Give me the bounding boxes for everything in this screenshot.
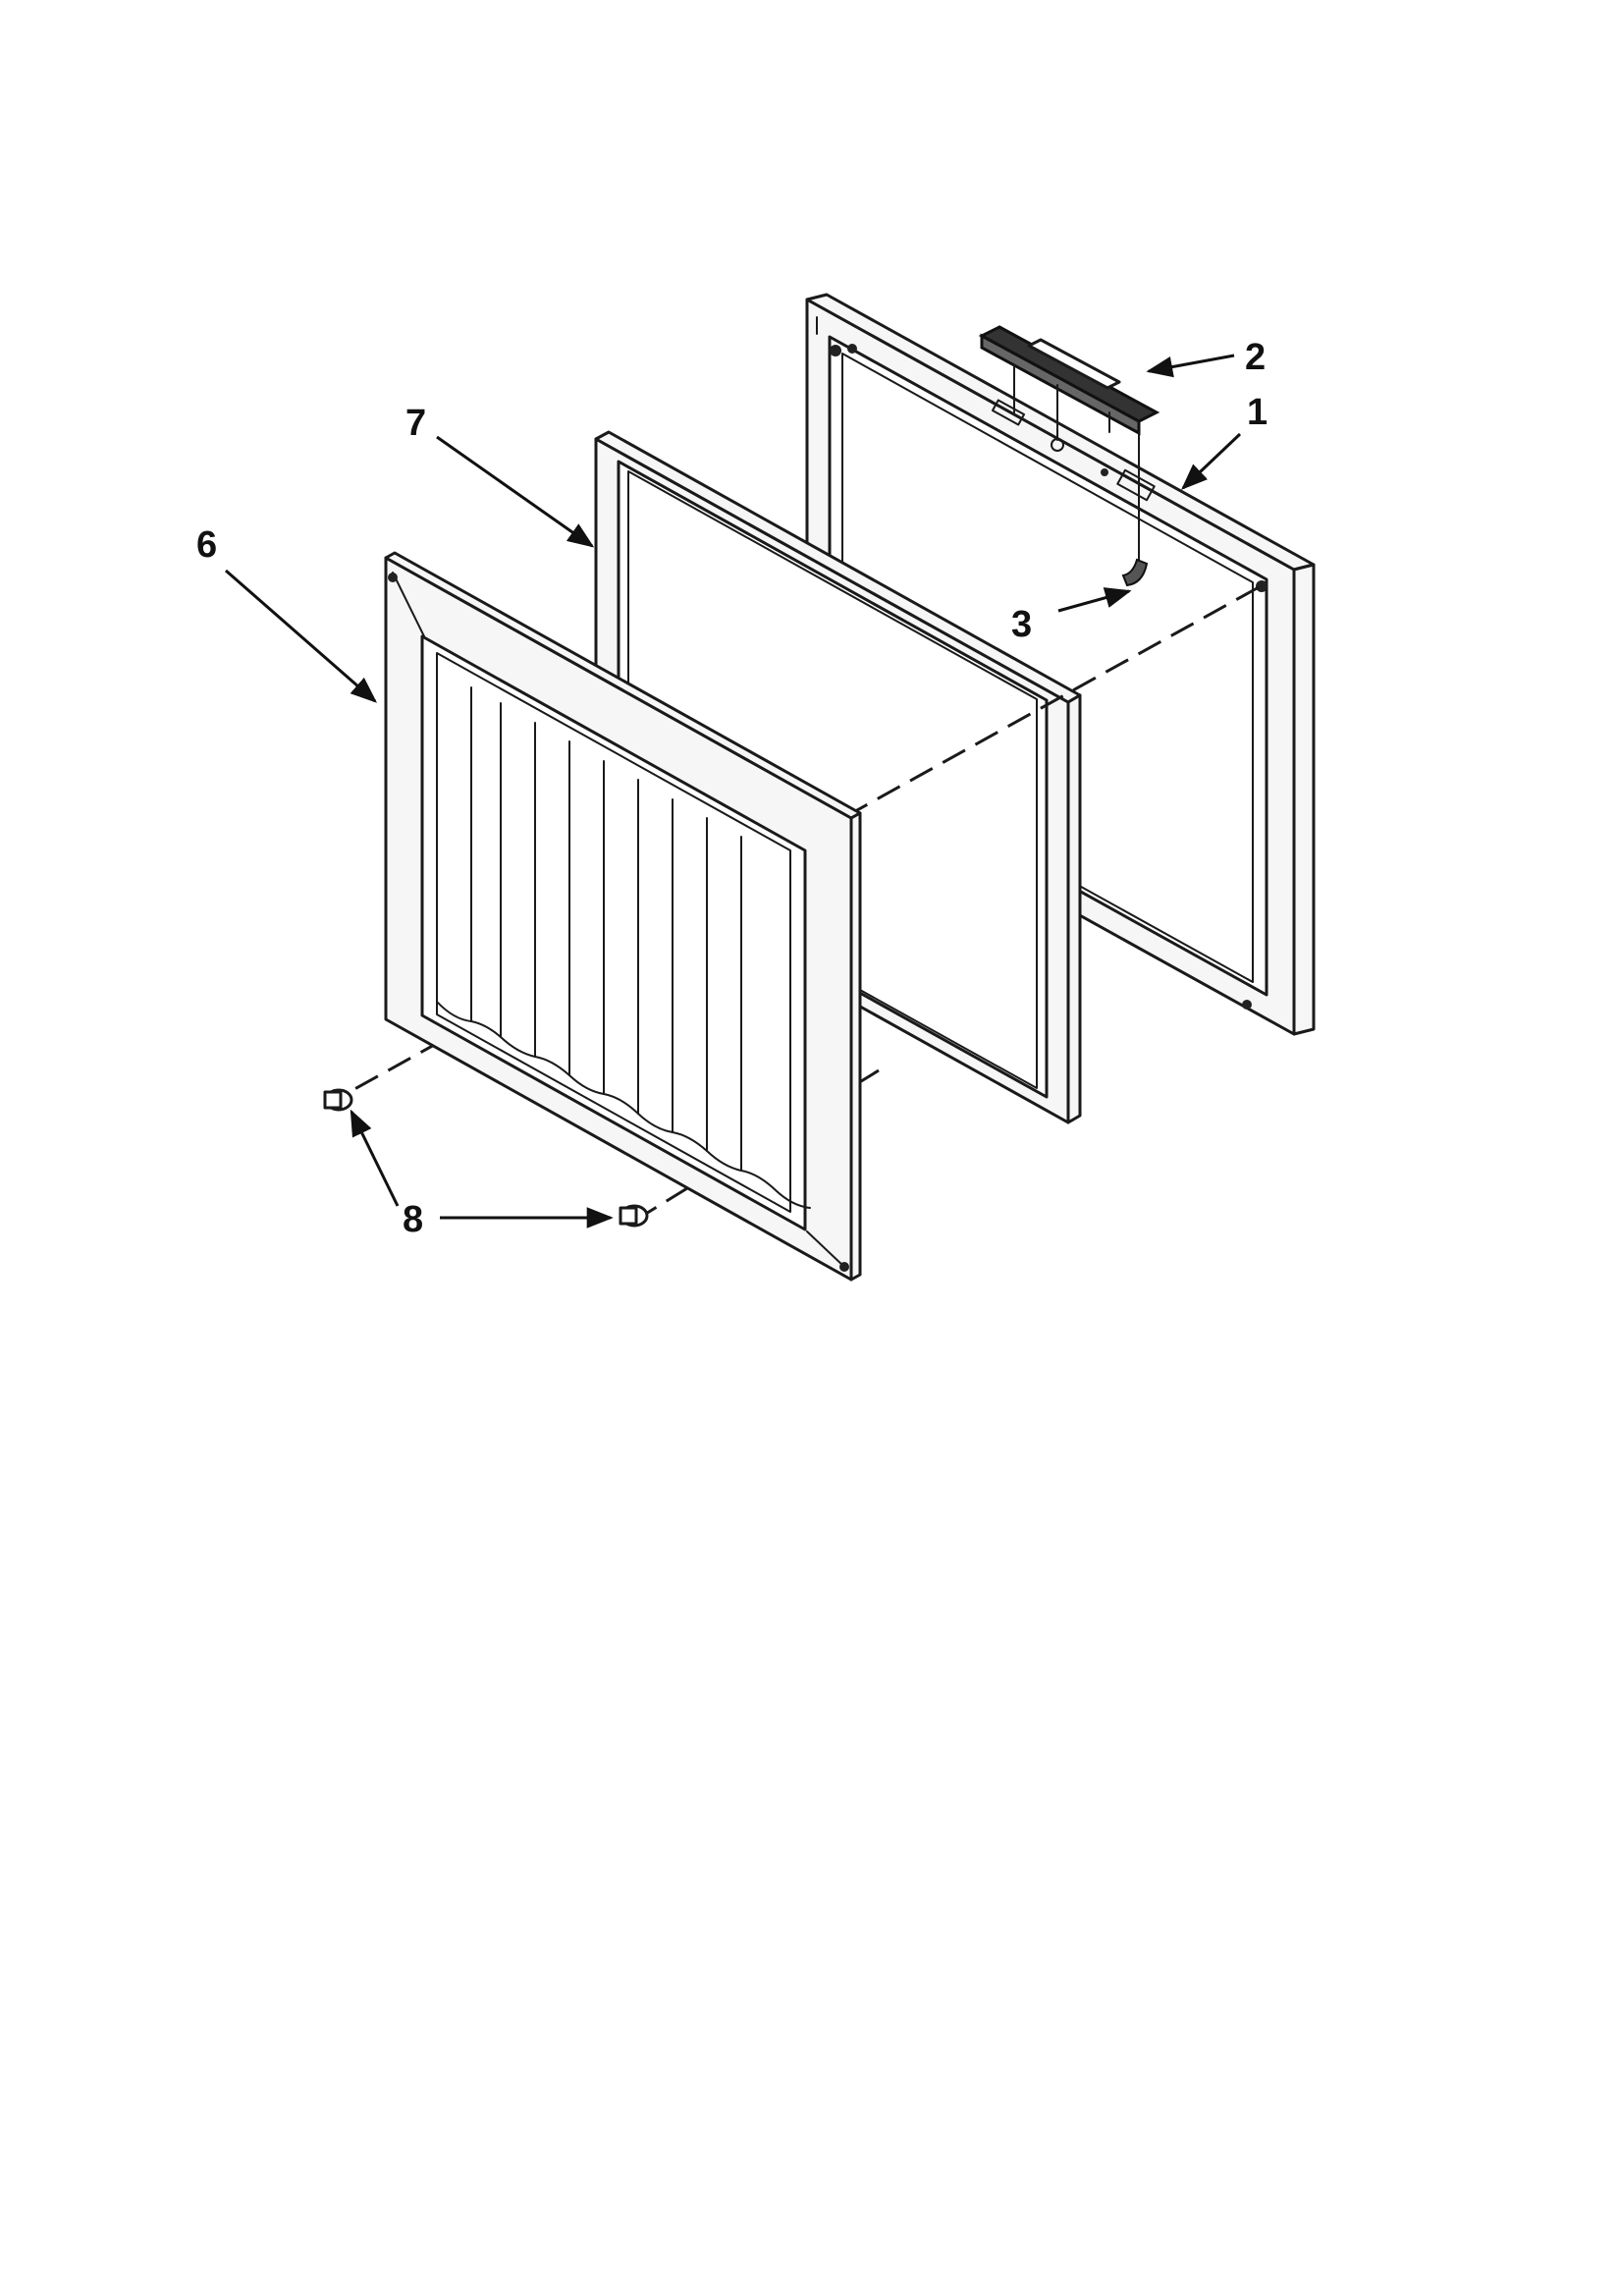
liner-ribs: [436, 686, 811, 1209]
part-8-screw-lower: [619, 1204, 649, 1228]
leader-1: [1181, 432, 1242, 490]
leader-8-upper: [350, 1109, 400, 1207]
leader-2: [1146, 354, 1235, 378]
callout-7: 7: [405, 403, 426, 444]
part-1-door-panel: [805, 293, 1316, 1036]
part-3-hinge: [1121, 558, 1149, 587]
part-2-bracket: [978, 325, 1160, 571]
part-8-screw-upper: [323, 1088, 353, 1112]
callout-3: 3: [1011, 604, 1032, 645]
callout-8: 8: [403, 1199, 423, 1240]
part-6-liner: [384, 551, 862, 1282]
leader-7: [436, 435, 595, 548]
callout-6: 6: [196, 524, 217, 566]
leader-3: [1057, 587, 1132, 613]
callout-2: 2: [1245, 337, 1266, 378]
callout-1: 1: [1247, 392, 1267, 433]
leader-6: [225, 569, 378, 703]
